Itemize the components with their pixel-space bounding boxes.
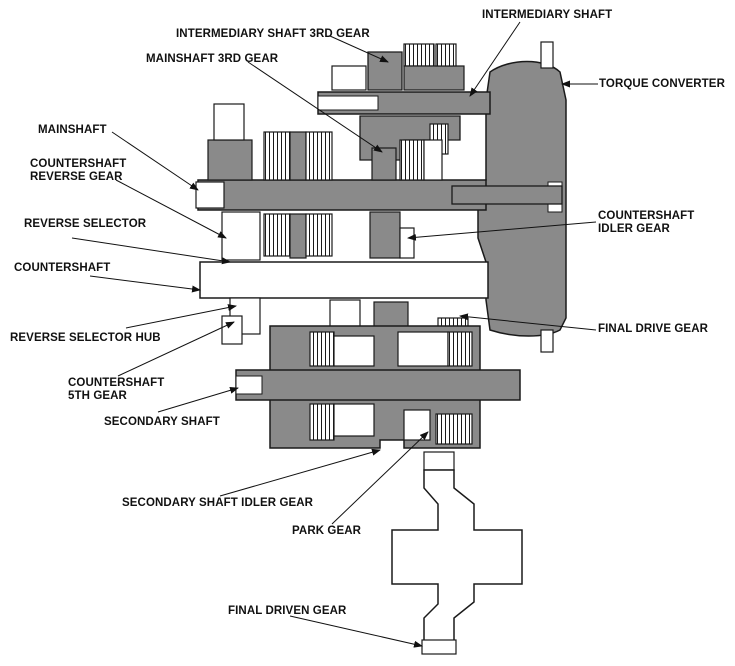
mainshaft-left-collar [195,181,225,209]
park-gear [423,451,455,471]
label-final-driven-gear: FINAL DRIVEN GEAR [228,605,347,617]
leader-secondary-shaft-idler-gear [219,448,381,497]
leader-park-gear [331,431,429,525]
label-torque-converter: TORQUE CONVERTER [599,78,725,90]
mainshaft-clutch-pack-2 [305,131,333,181]
label-countershaft-reverse-gear-line2: REVERSE GEAR [30,171,123,183]
secondary-shaft-idler-gear [403,409,431,441]
leader-countershaft-reverse-gear [115,179,227,239]
secondary-clutch-drum [333,335,375,367]
label-countershaft-reverse-gear: COUNTERSHAFT REVERSE GEAR [30,158,126,184]
leader-final-driven-gear [289,615,423,648]
label-reverse-selector: REVERSE SELECTOR [24,218,147,230]
intermediary-shaft-3rd-gear-body [367,51,403,91]
intermediary-shaft-end [317,95,379,111]
label-countershaft-idler-gear-line2: IDLER GEAR [598,223,670,235]
label-intermediary-shaft: INTERMEDIARY SHAFT [482,9,613,21]
secondary-clutch-pack-1 [309,331,335,367]
leader-intermediary-shaft [469,21,521,97]
label-countershaft-5th-gear-line2: 5TH GEAR [68,390,127,402]
mainshaft-clutch-pack-1 [263,131,291,181]
label-intermediary-shaft-3rd-gear: INTERMEDIARY SHAFT 3RD GEAR [176,28,370,40]
mainshaft-gear-top-1-teeth [213,103,245,141]
torque-converter-hub-bottom [540,329,554,353]
torque-converter-hub-top [540,41,554,69]
label-park-gear: PARK GEAR [292,525,362,537]
secondary-shaft [235,369,521,401]
label-secondary-shaft: SECONDARY SHAFT [104,416,220,428]
mainshaft-gear-top-1 [207,139,253,181]
secondary-gear-low-teeth [435,413,473,445]
leader-secondary-shaft [157,386,239,413]
intermediary-gear-hub [403,65,465,91]
intermediary-gear-teeth-1 [403,43,435,67]
mainshaft-clutch-drum [289,131,307,181]
countershaft-gear-low [329,299,361,331]
leader-countershaft-5th-gear [117,321,235,377]
leader-countershaft [89,275,201,293]
intermediary-collar [331,65,367,91]
leader-intermediary-shaft-3rd-gear [329,35,389,63]
leader-reverse-selector [71,237,231,265]
mainshaft-clutch-pack-4 [305,213,333,257]
leader-mainshaft [111,131,199,191]
countershaft [199,261,489,299]
countershaft-idler-gear [399,227,415,259]
label-countershaft-idler-gear: COUNTERSHAFT IDLER GEAR [598,210,694,236]
label-secondary-shaft-idler-gear: SECONDARY SHAFT IDLER GEAR [122,497,314,509]
secondary-shaft-left-end [235,375,263,395]
label-final-drive-gear: FINAL DRIVE GEAR [598,323,709,335]
secondary-gear-top-right [397,331,449,367]
label-countershaft-5th-gear-line1: COUNTERSHAFT [68,377,165,389]
leader-mainshaft-3rd-gear [247,61,383,153]
label-countershaft-reverse-gear-line1: COUNTERSHAFT [30,158,127,170]
label-reverse-selector-hub: REVERSE SELECTOR HUB [10,332,161,344]
mainshaft-3rd-gear-top [371,147,397,181]
leader-final-drive-gear [459,313,597,331]
label-mainshaft: MAINSHAFT [38,124,107,136]
mainshaft-gear-top-teeth [399,139,425,181]
label-mainshaft-3rd-gear: MAINSHAFT 3RD GEAR [146,53,279,65]
label-countershaft-5th-gear: COUNTERSHAFT 5TH GEAR [68,377,164,403]
leader-reverse-selector-hub [125,304,237,329]
mainshaft-clutch-drum-low [289,213,307,259]
leader-countershaft-idler-gear [407,221,597,241]
label-countershaft: COUNTERSHAFT [14,262,111,274]
secondary-clutch-drum-low [333,403,375,437]
mainshaft-3rd-gear-low [369,211,401,259]
mainshaft-clutch-pack-3 [263,213,291,257]
countershaft-5th-gear [221,315,243,345]
mainshaft-gear-top-right [423,139,443,181]
secondary-gear-top-teeth [447,331,473,367]
mainshaft-extension [451,185,563,205]
secondary-clutch-pack-2 [309,403,335,441]
final-driven-gear [391,469,523,649]
final-driven-gear-hub [421,639,457,655]
mainshaft-gear-low-1 [221,211,261,261]
mainshaft [197,179,487,211]
label-countershaft-idler-gear-line1: COUNTERSHAFT [598,210,695,222]
intermediary-gear-teeth-2 [435,43,457,67]
